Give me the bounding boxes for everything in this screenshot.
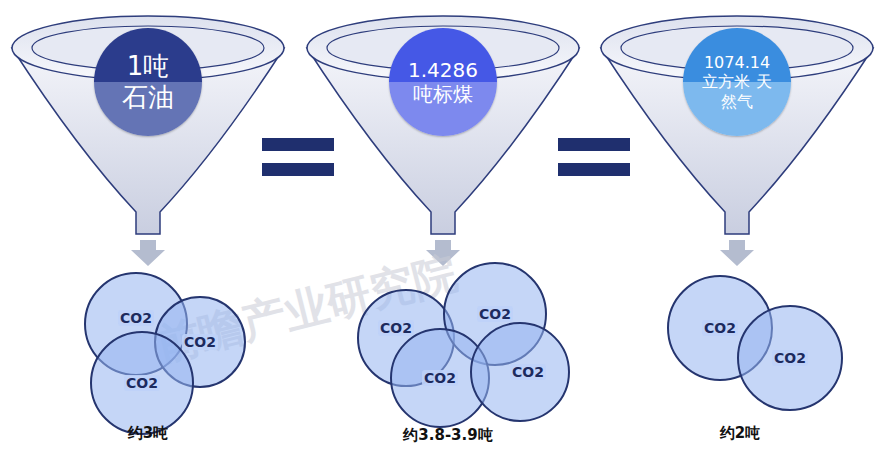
emission-amount: 约3.8-3.9吨 xyxy=(403,426,492,445)
equals-sign xyxy=(262,138,630,176)
fuel-circle: 1吨 石油 xyxy=(94,28,202,136)
co2-circle: CO2 xyxy=(90,331,194,435)
fuel-circle: 1.4286 吨标煤 xyxy=(389,28,497,136)
co2-label: CO2 xyxy=(378,320,414,336)
co2-label: CO2 xyxy=(772,350,808,366)
funnel-body xyxy=(601,48,873,234)
co2-label: CO2 xyxy=(124,375,160,391)
fuel-amount: 1074.14 立方米 天然气 xyxy=(697,53,777,111)
funnel-body xyxy=(307,48,579,234)
emission-amount: 约3吨 xyxy=(128,424,168,443)
co2-label: CO2 xyxy=(477,306,513,322)
fuel-amount: 1.4286 吨标煤 xyxy=(403,58,483,106)
co2-label: CO2 xyxy=(182,334,218,350)
fuel-amount: 1吨 石油 xyxy=(110,51,186,113)
emission-amount: 约2吨 xyxy=(720,424,760,443)
funnel-body xyxy=(12,48,284,234)
co2-label: CO2 xyxy=(118,310,154,326)
co2-circle: CO2 xyxy=(470,322,570,422)
fuel-circle: 1074.14 立方米 天然气 xyxy=(683,28,791,136)
co2-circle: CO2 xyxy=(737,305,843,411)
co2-label: CO2 xyxy=(510,364,546,380)
co2-label: CO2 xyxy=(422,370,458,386)
co2-label: CO2 xyxy=(702,320,738,336)
